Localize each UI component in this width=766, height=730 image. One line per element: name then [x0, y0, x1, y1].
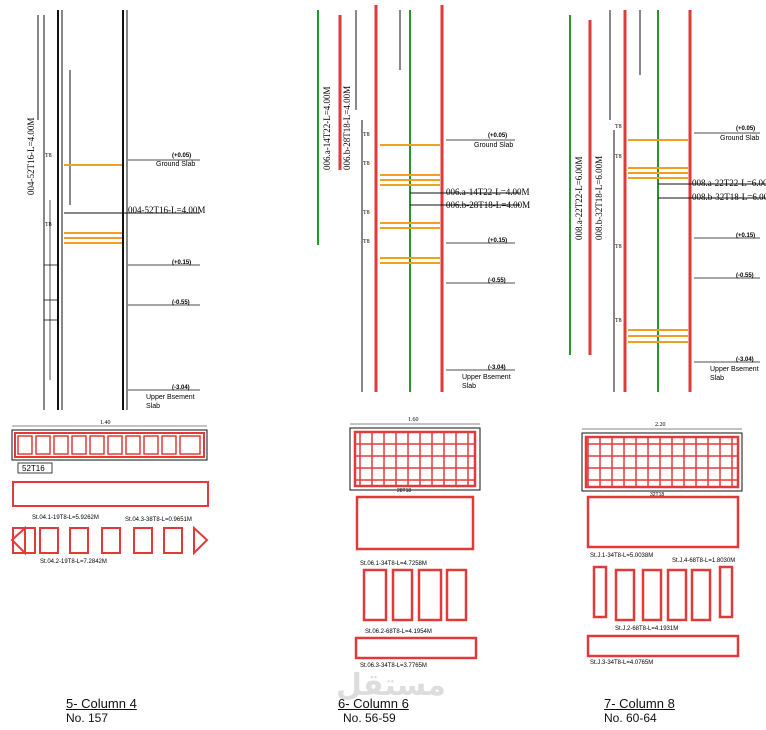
column6-slab-ground: Ground Slab	[474, 142, 513, 149]
column6-elev-1: (+0.05)	[488, 133, 507, 139]
column8-stirrup-2: St.J.2-68T8-L=4.1931M	[615, 626, 678, 632]
column4-stirrup-3: St.04.3-38T8-L=0.9651M	[125, 517, 192, 523]
caption-column6-title: 6- Column 6	[338, 696, 409, 711]
column8-bar-label-b-vertical: 008.b-32T18-L=6.00M	[594, 156, 604, 240]
column8-tie-label-2: T8	[615, 154, 622, 160]
column4-slab-slab: Slab	[146, 403, 160, 410]
column8-slab-ground: Ground Slab	[720, 135, 759, 142]
column4-elev-2: (+0.15)	[172, 260, 191, 266]
column4-elev-1: (+0.05)	[172, 153, 191, 159]
column6-slab-slab: Slab	[462, 383, 476, 390]
column6-section-bar: 28T18	[397, 488, 411, 494]
column6-elev-2: (+0.15)	[488, 238, 507, 244]
column8-bar-label-a: 008.a-22T22-L=6.00M	[692, 178, 766, 188]
column8-tie-label-1: T8	[615, 124, 622, 130]
column4-tie-label-2: T8	[45, 222, 52, 228]
column4-section-width: 1.40	[100, 420, 111, 426]
column4-section-bar: 52T16	[22, 464, 45, 473]
column6-bar-label-a-vertical: 006.a-14T22-L=4.00M	[322, 86, 332, 170]
column8-slab-slab: Slab	[710, 375, 724, 382]
caption-column4-title: 5- Column 4	[66, 696, 137, 711]
column6-stirrup-3: St.06.3-34T8-L=3.7765M	[360, 663, 427, 669]
column6-elevation	[317, 5, 520, 392]
column4-elev-3: (-0.55)	[172, 300, 190, 306]
column6-tie-label-4: T8	[363, 239, 370, 245]
column8-tie-label-3: T8	[615, 244, 622, 250]
column8-elev-2: (+0.15)	[736, 233, 755, 239]
column6-slab-upper: Upper Bsement	[462, 374, 511, 381]
column6-elev-4: (-3.04)	[488, 365, 506, 371]
column6-stirrup-2: St.06.2-68T8-L=4.1954M	[365, 629, 432, 635]
caption-column6-no: No. 56-59	[343, 711, 396, 725]
column8-slab-upper: Upper Bsement	[710, 366, 759, 373]
column6-bar-label-a: 006.a-14T22-L=4.00M	[446, 187, 530, 197]
column6-tie-label-1: T8	[363, 132, 370, 138]
column6-bar-label-b: 006.b-28T18-L=4.00M	[446, 200, 530, 210]
column4-bar-label: 004-52T16-L=4.00M	[128, 205, 205, 215]
column4-elev-4: (-3.04)	[172, 385, 190, 391]
column8-elevation	[569, 10, 766, 392]
column4-section	[10, 425, 209, 556]
column6-bar-label-b-vertical: 006.b-28T18-L=4.00M	[342, 86, 352, 170]
column6-section	[349, 423, 481, 660]
column6-stirrup-1: St.06.1-34T8-L=4.7258M	[360, 561, 427, 567]
column4-stirrup-2: St.04.2-19T8-L=7.2842M	[40, 559, 107, 565]
column8-section-bar: 32T18	[650, 492, 664, 498]
column8-section-width: 2.20	[655, 422, 666, 428]
column4-stirrup-1: St.04.1-19T8-L=5.9262M	[32, 515, 99, 521]
column8-bar-label-b: 008.b-32T18-L=6.00M	[692, 192, 766, 202]
column8-elev-3: (-0.55)	[736, 273, 754, 279]
column4-slab-upper: Upper Bsement	[146, 394, 195, 401]
watermark: مستقل	[336, 668, 446, 703]
column8-stirrup-4: St.J.4-68T8-L=1.8030M	[672, 558, 735, 564]
column8-stirrup-3: St.J.3-34T8-L=4.0765M	[590, 660, 653, 666]
column6-tie-label-2: T8	[363, 161, 370, 167]
caption-column8-no: No. 60-64	[604, 711, 657, 725]
column8-bar-label-a-vertical: 008.a-22T22-L=6.00M	[574, 156, 584, 240]
column6-section-width: 1.60	[408, 417, 419, 423]
column4-slab-ground: Ground Slab	[156, 161, 195, 168]
column8-elev-4: (-3.04)	[736, 357, 754, 363]
column6-tie-label-3: T8	[363, 210, 370, 216]
column8-tie-label-4: T8	[615, 318, 622, 324]
column6-elev-3: (-0.55)	[488, 278, 506, 284]
column8-elev-1: (+0.05)	[736, 126, 755, 132]
column8-stirrup-1: St.J.1-34T8-L=5.0038M	[590, 553, 653, 559]
caption-column8-title: 7- Column 8	[604, 696, 675, 711]
column4-tie-label-1: T8	[45, 153, 52, 159]
caption-column4-no: No. 157	[66, 711, 109, 725]
column4-bar-label-vertical: 004-52T16-L=4.00M	[26, 118, 36, 195]
column4-elevation	[37, 10, 200, 410]
column8-section	[581, 428, 743, 658]
